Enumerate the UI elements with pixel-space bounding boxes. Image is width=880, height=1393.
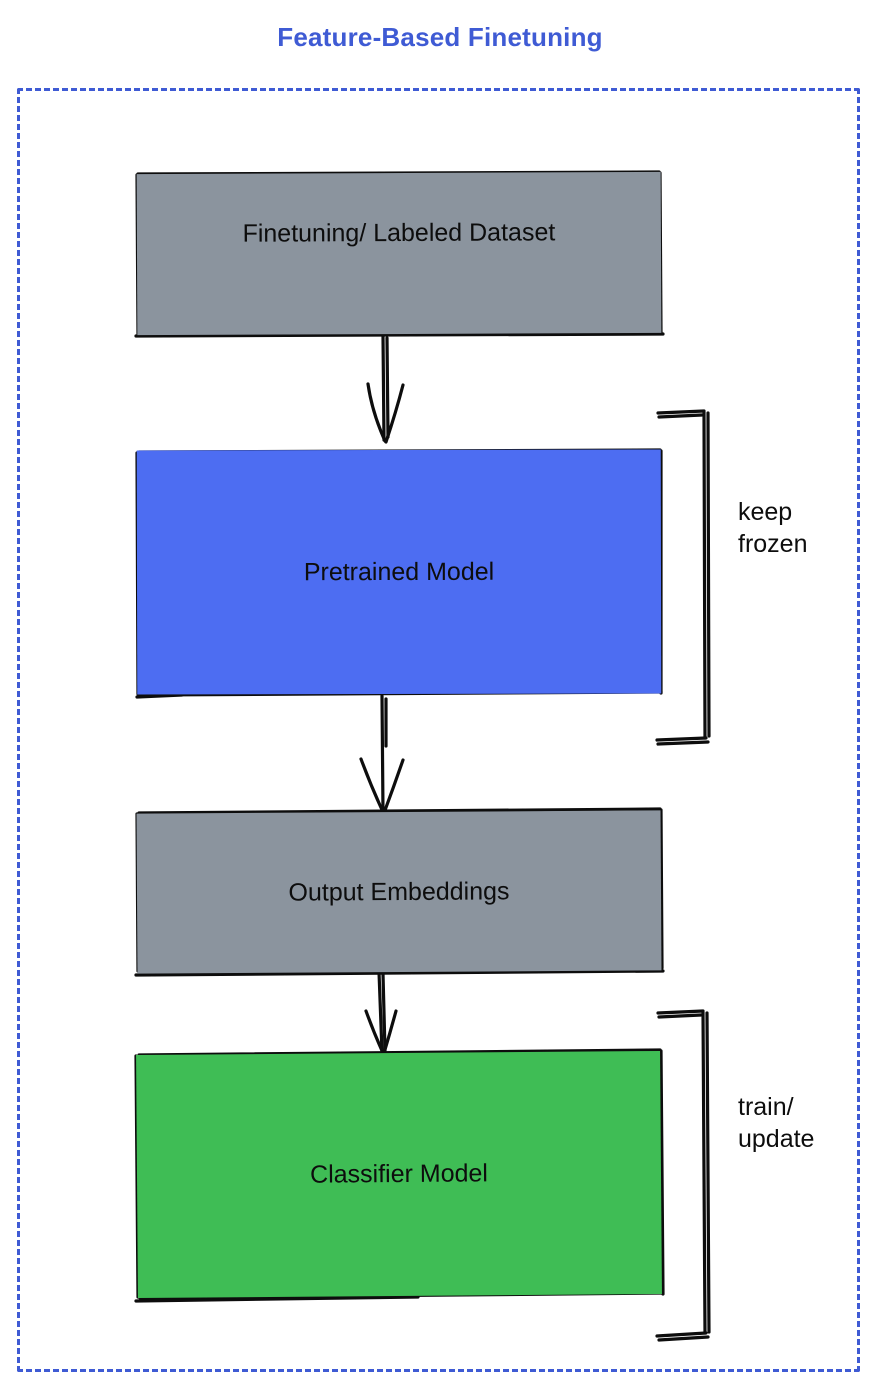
diagram-dashed-frame [17,88,860,1372]
node-classifier-model[interactable]: Classifier Model [136,1050,662,1299]
node-label-pretrained: Pretrained Model [303,557,495,586]
node-label-embeddings: Output Embeddings [288,876,510,907]
annotation-train-update: train/ update [738,1093,815,1153]
node-output-embeddings[interactable]: Output Embeddings [136,810,662,974]
node-pretrained-model[interactable]: Pretrained Model [136,449,662,695]
node-label-dataset: Finetuning/ Labeled Dataset [242,218,556,248]
node-finetuning-labeled-dataset[interactable]: Finetuning/ Labeled Dataset [136,171,662,336]
annotation-keep-frozen: keep frozen [738,498,808,558]
node-label-classifier: Classifier Model [309,1159,489,1189]
diagram-title: Feature-Based Finetuning [277,22,603,52]
